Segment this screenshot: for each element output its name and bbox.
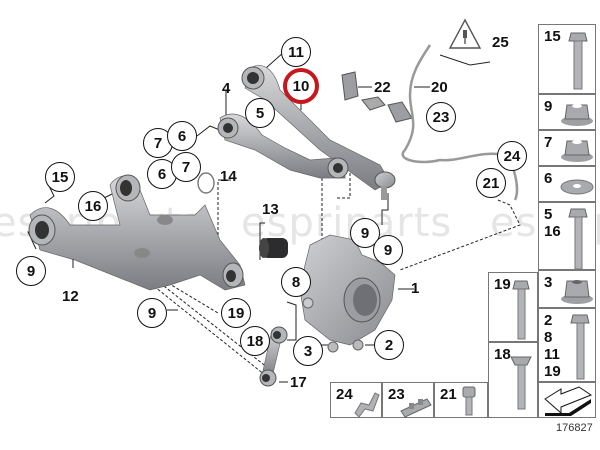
coupling-link xyxy=(259,326,288,387)
legend-cell-19[interactable]: 19 xyxy=(488,272,538,342)
legend-cell-18[interactable]: 18 xyxy=(488,342,538,418)
legend-cell-7[interactable]: 7 xyxy=(538,130,596,166)
callout-6[interactable]: 6 xyxy=(167,121,197,151)
upper-control-arm xyxy=(241,65,396,200)
label-13[interactable]: 13 xyxy=(262,201,279,218)
electrical-warning-icon xyxy=(448,18,482,49)
direction-arrow-icon xyxy=(544,386,593,416)
legend-label: 9 xyxy=(544,98,553,115)
legend-label-5: 5 xyxy=(544,206,553,223)
callout-18[interactable]: 18 xyxy=(240,326,270,356)
legend-label-11: 11 xyxy=(544,346,560,363)
callout-23[interactable]: 23 xyxy=(426,102,456,132)
bolt-icon xyxy=(568,32,588,90)
legend-label: 24 xyxy=(336,386,353,403)
legend-label: 6 xyxy=(544,170,553,187)
callout-21[interactable]: 21 xyxy=(476,168,506,198)
legend-cell-24[interactable]: 24 xyxy=(330,382,382,418)
legend-label: 18 xyxy=(494,346,511,363)
legend-label: 3 xyxy=(544,274,553,291)
washer-icon xyxy=(560,179,594,195)
lower-wishbone xyxy=(28,174,246,291)
legend-label: 23 xyxy=(388,386,405,403)
cable-clip-icon xyxy=(354,392,380,418)
bracket xyxy=(341,71,413,123)
collar-nut-icon xyxy=(561,104,593,126)
callout-15[interactable]: 15 xyxy=(45,162,75,192)
direction-arrow-cell xyxy=(538,382,596,418)
callout-10-highlighted[interactable]: 10 xyxy=(283,68,319,104)
legend-cell-9[interactable]: 9 xyxy=(538,94,596,130)
rubber-bushing xyxy=(259,238,288,258)
legend-label-19: 19 xyxy=(544,363,561,380)
collar-nut-icon xyxy=(561,280,593,304)
callout-5[interactable]: 5 xyxy=(245,98,275,128)
callout-2[interactable]: 2 xyxy=(374,330,404,360)
label-25[interactable]: 25 xyxy=(492,34,509,51)
label-14[interactable]: 14 xyxy=(220,168,237,185)
label-1[interactable]: 1 xyxy=(411,280,420,297)
bolt-icon xyxy=(570,314,590,380)
legend-label-16: 16 xyxy=(544,223,561,240)
legend-label: 15 xyxy=(544,28,561,45)
label-12[interactable]: 12 xyxy=(62,288,79,305)
callout-9-fourth[interactable]: 9 xyxy=(373,235,403,265)
collar-nut-icon xyxy=(561,140,593,162)
bolt-icon xyxy=(510,356,532,410)
o-ring xyxy=(197,172,215,194)
track-rod-arm xyxy=(217,113,349,179)
callout-19[interactable]: 19 xyxy=(221,298,251,328)
legend-cell-21[interactable]: 21 xyxy=(434,382,488,418)
callout-11[interactable]: 11 xyxy=(281,37,311,67)
callout-16[interactable]: 16 xyxy=(78,191,108,221)
legend-label-8: 8 xyxy=(544,329,553,346)
callout-3[interactable]: 3 xyxy=(293,336,323,366)
wheel-carrier xyxy=(299,234,396,353)
bolt-icon xyxy=(568,208,588,270)
legend-cell-3[interactable]: 3 xyxy=(538,270,596,308)
cable-holder-icon xyxy=(400,398,432,418)
socket-screw-icon xyxy=(462,386,476,416)
label-17[interactable]: 17 xyxy=(290,374,307,391)
label-4[interactable]: 4 xyxy=(222,80,231,97)
legend-label-2: 2 xyxy=(544,312,553,329)
callout-7-second[interactable]: 7 xyxy=(171,152,201,182)
label-20[interactable]: 20 xyxy=(431,79,448,96)
label-22[interactable]: 22 xyxy=(374,79,391,96)
legend-cell-6[interactable]: 6 xyxy=(538,166,596,202)
bolt-icon xyxy=(512,280,530,340)
legend-cell-15[interactable]: 15 xyxy=(538,24,596,94)
callout-9-second[interactable]: 9 xyxy=(137,298,167,328)
legend-label: 21 xyxy=(440,386,457,403)
legend-cell-23[interactable]: 23 xyxy=(382,382,434,418)
figure-number: 176827 xyxy=(556,422,593,434)
legend-label: 19 xyxy=(494,276,511,293)
callout-9[interactable]: 9 xyxy=(16,256,46,286)
legend-label: 7 xyxy=(544,134,553,151)
callout-24[interactable]: 24 xyxy=(497,141,527,171)
callout-8[interactable]: 8 xyxy=(281,267,311,297)
